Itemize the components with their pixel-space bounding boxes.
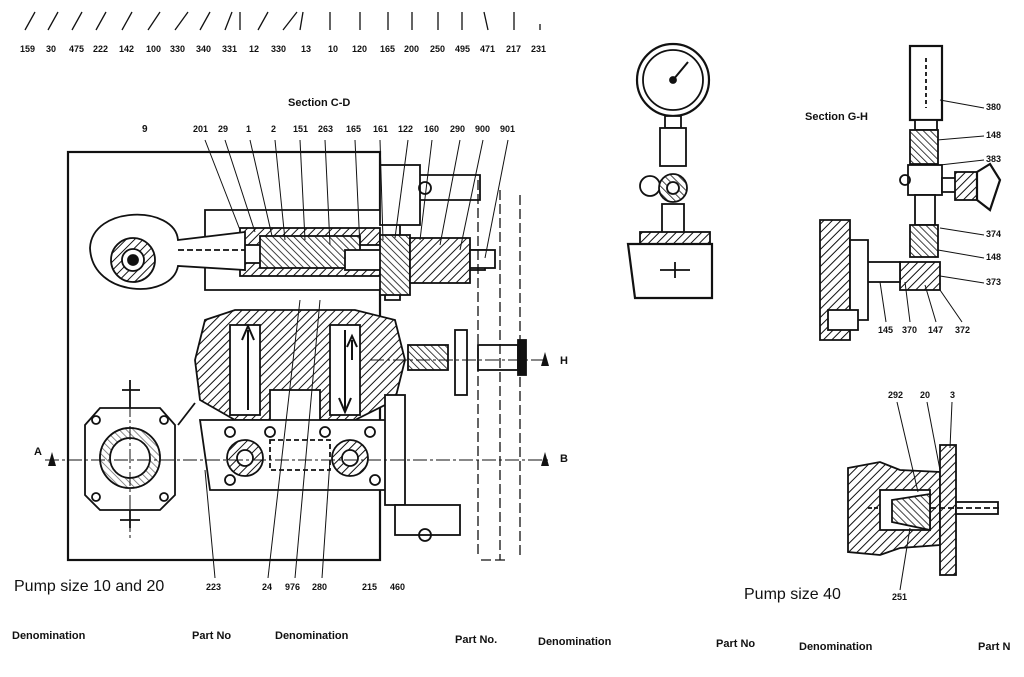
callout-label: 263: [318, 124, 334, 134]
pump-10-20-assembly: [66, 150, 527, 562]
callout-label: 13: [301, 44, 312, 54]
callout-label: 3: [950, 390, 956, 400]
caption-pump-40: Pump size 40: [744, 586, 841, 603]
callout-label: 24: [262, 582, 273, 592]
top-leader-lines: [24, 11, 541, 31]
callout-label: 383: [986, 154, 1002, 164]
section-gh-assembly: [819, 44, 1002, 341]
section-gh-title: Section G-H: [805, 111, 868, 123]
pump-40-detail: [847, 444, 1000, 576]
callout-label: 340: [196, 44, 212, 54]
callout-label: 471: [480, 44, 496, 54]
section-mark-h: H: [560, 355, 568, 367]
pump-frame-dashed: [379, 180, 521, 561]
callout-label: 370: [902, 325, 918, 335]
caption-pump-10-20: Pump size 10 and 20: [14, 578, 165, 595]
callout-label: 373: [986, 277, 1002, 287]
callout-label: 165: [346, 124, 362, 134]
callout-label: 100: [146, 44, 162, 54]
footer-part-no: Part N: [978, 641, 1011, 653]
gauge-assembly: [626, 42, 714, 300]
callout-label: 223: [206, 582, 222, 592]
callout-label: 250: [430, 44, 446, 54]
callout-label: 159: [20, 44, 36, 54]
callout-label: 30: [46, 44, 57, 54]
pump-40-leaders: [896, 401, 953, 591]
footer-denomination: Denomination: [799, 641, 873, 653]
callout-label: 222: [93, 44, 109, 54]
callout-label: 201: [193, 124, 209, 134]
callout-label: 215: [362, 582, 378, 592]
callout-label: 151: [293, 124, 309, 134]
callout-label: 372: [955, 325, 971, 335]
callout-label: 147: [928, 325, 944, 335]
callout-label: 148: [986, 252, 1002, 262]
callout-label: 148: [986, 130, 1002, 140]
callout-label: 330: [271, 44, 287, 54]
callout-label: 160: [424, 124, 440, 134]
callout-label: 120: [352, 44, 368, 54]
footer-denomination: Denomination: [538, 636, 612, 648]
callout-label: 900: [475, 124, 491, 134]
section-cd-title: Section C-D: [288, 97, 351, 109]
callout-label: 290: [450, 124, 466, 134]
callout-label: 2: [271, 124, 277, 134]
callout-label: 1: [246, 124, 252, 134]
callout-label: 380: [986, 102, 1002, 112]
callout-label: 901: [500, 124, 516, 134]
footer-part-no: Part No.: [455, 634, 498, 646]
section-mark-b: B: [560, 453, 568, 465]
callout-label: 122: [398, 124, 414, 134]
callout-label: 20: [920, 390, 931, 400]
callout-label: 976: [285, 582, 301, 592]
footer-part-no: Part No: [716, 638, 756, 650]
callout-label: 165: [380, 44, 396, 54]
callout-label: 330: [170, 44, 186, 54]
callout-label: 161: [373, 124, 389, 134]
callout-label: 460: [390, 582, 406, 592]
callout-label: 200: [404, 44, 420, 54]
callout-label: 231: [531, 44, 547, 54]
callout-label: 251: [892, 592, 908, 602]
footer-denomination: Denomination: [12, 630, 86, 642]
callout-label: 475: [69, 44, 85, 54]
section-gh-leaders: [879, 99, 985, 323]
callout-label: 29: [218, 124, 229, 134]
footer-denomination: Denomination: [275, 630, 349, 642]
footer-part-no: Part No: [192, 630, 232, 642]
callout-label: 10: [328, 44, 339, 54]
callout-label: 331: [222, 44, 238, 54]
callout-label: 217: [506, 44, 522, 54]
callout-label: 12: [249, 44, 260, 54]
callout-label: 495: [455, 44, 471, 54]
callout-label: 145: [878, 325, 894, 335]
section-mark-a: A: [34, 446, 42, 458]
callout-label: 374: [986, 229, 1002, 239]
callout-label: 292: [888, 390, 904, 400]
section-arrows: [48, 352, 549, 466]
callout-label: 9: [142, 124, 148, 135]
section-centerlines: [45, 359, 548, 540]
section-cd-leaders: [204, 139, 509, 579]
callout-label: 280: [312, 582, 328, 592]
callout-label: 142: [119, 44, 135, 54]
